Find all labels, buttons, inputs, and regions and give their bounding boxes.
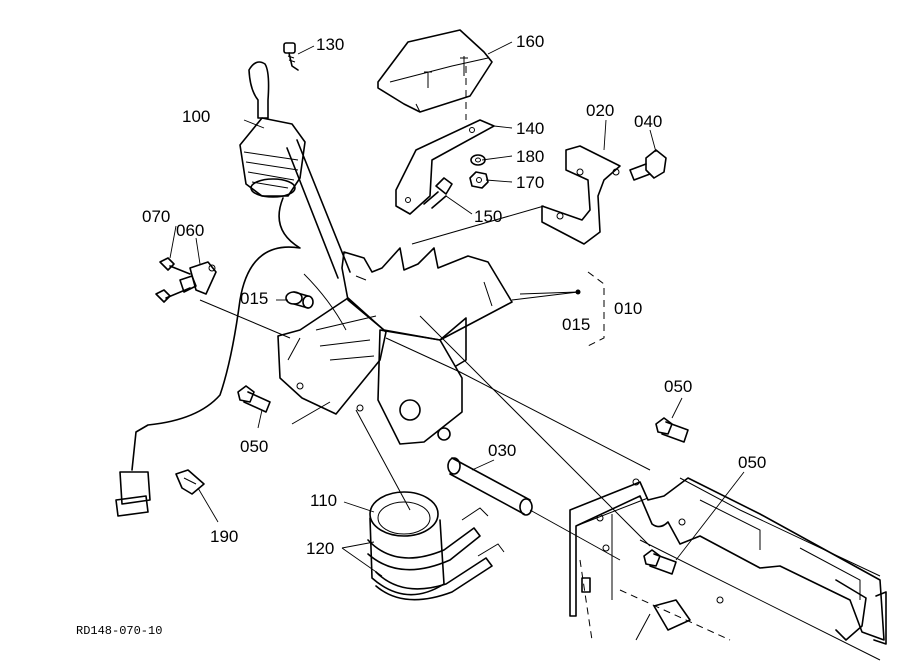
label-170: 170 — [516, 173, 544, 192]
bolt-050-right-part — [655, 417, 689, 443]
screw-130-part — [283, 42, 299, 71]
label-140: 140 — [516, 119, 544, 138]
label-050-lower: 050 — [738, 453, 766, 472]
label-040: 040 — [634, 112, 662, 131]
label-050-right: 050 — [664, 377, 692, 396]
bolt-150-part — [423, 177, 453, 209]
clamp-band-120-part — [367, 507, 505, 601]
label-130: 130 — [316, 35, 344, 54]
bolt-050-lower-part — [643, 549, 677, 575]
label-020: 020 — [586, 101, 614, 120]
label-190: 190 — [210, 527, 238, 546]
main-frame-010-part — [277, 247, 513, 445]
chassis-bracket-part — [569, 477, 887, 661]
label-150: 150 — [474, 207, 502, 226]
bracket-020-part — [541, 145, 621, 245]
connector-190-part — [175, 469, 205, 495]
label-060: 060 — [176, 221, 204, 240]
label-120: 120 — [306, 539, 334, 558]
pin-030-part — [447, 457, 533, 516]
label-015-bracket: 015 — [562, 315, 590, 334]
assembly-axis-lines — [199, 205, 651, 561]
label-015-top: 015 — [240, 289, 268, 308]
bolt-040-part — [629, 149, 667, 181]
knob-cover-160-part — [377, 29, 493, 113]
label-030: 030 — [488, 441, 516, 460]
cable-plug-part — [115, 471, 151, 517]
label-050-left: 050 — [240, 437, 268, 456]
label-180: 180 — [516, 147, 544, 166]
leader-lines — [169, 41, 745, 577]
label-100: 100 — [182, 107, 210, 126]
frame-010-dot — [575, 289, 581, 295]
boot-110-part — [369, 491, 445, 596]
nut-170-part — [469, 171, 489, 189]
bolt-050-left-part — [237, 385, 271, 413]
label-070: 070 — [142, 207, 170, 226]
bracket-140-part — [395, 66, 495, 215]
label-160: 160 — [516, 32, 544, 51]
switch-060-part — [179, 261, 217, 295]
joystick-lever-part — [131, 61, 351, 471]
label-010: 010 — [614, 299, 642, 318]
screw-070-part — [155, 257, 191, 303]
collar-015-part — [285, 291, 314, 309]
diagram-code: RD148-070-10 — [76, 624, 162, 638]
label-110: 110 — [310, 491, 337, 510]
part-labels: 130 160 100 140 020 040 180 170 150 070 … — [142, 32, 766, 558]
